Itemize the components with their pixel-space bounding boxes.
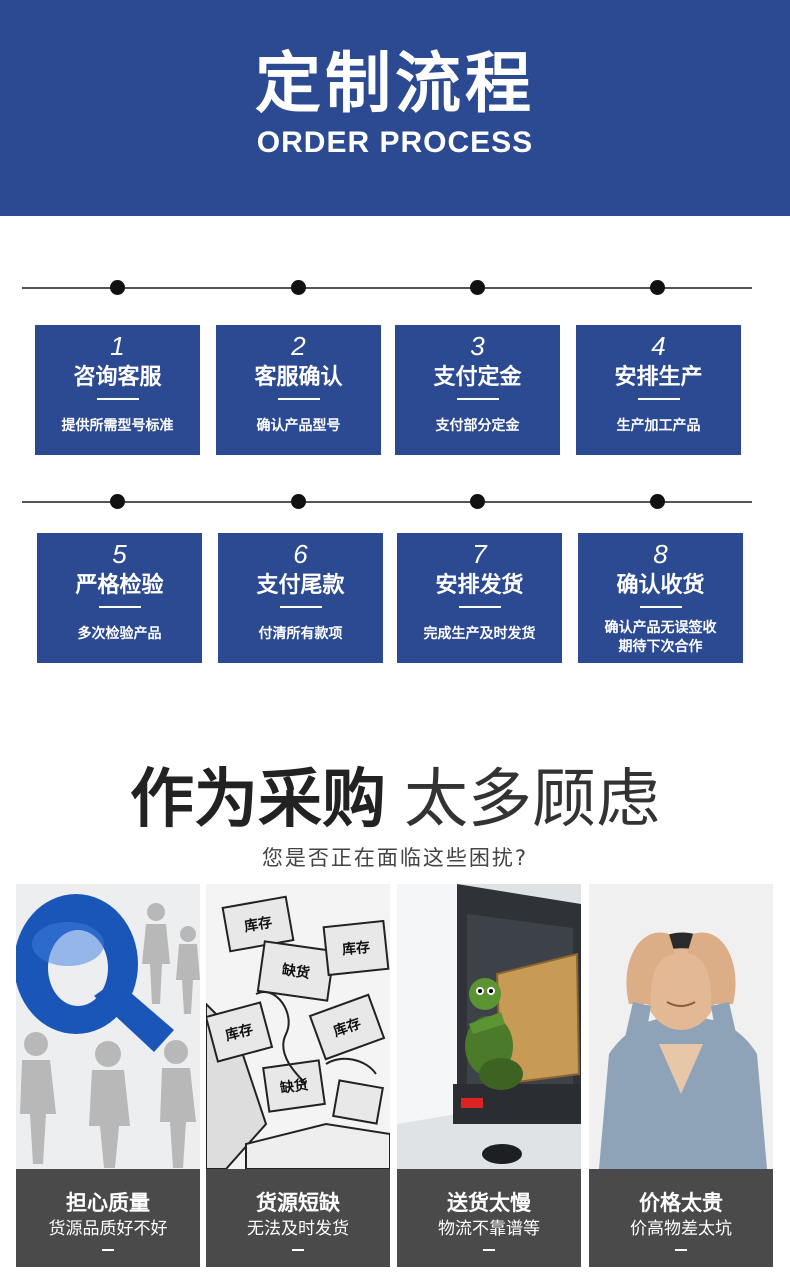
card-desc: 物流不靠谱等 xyxy=(438,1219,540,1239)
card-dash xyxy=(675,1249,687,1251)
step-divider xyxy=(96,398,139,400)
concerns-heading-bold: 作为采购 xyxy=(130,763,386,837)
card-dash xyxy=(483,1249,495,1251)
timeline-dot xyxy=(470,494,485,509)
concerns-heading-light: 太多顾虑 xyxy=(404,763,660,837)
step-title: 严格检验 xyxy=(75,573,164,598)
timeline-dot xyxy=(470,280,485,295)
card-title: 担心质量 xyxy=(66,1191,150,1215)
step-card-7: 7 安排发货 完成生产及时发货 xyxy=(397,533,562,663)
step-number: 7 xyxy=(472,539,487,569)
card-title: 送货太慢 xyxy=(447,1191,531,1215)
card-dash xyxy=(102,1249,114,1251)
card-desc: 价高物差太坑 xyxy=(630,1219,732,1239)
step-number: 6 xyxy=(293,539,308,569)
timeline-dot xyxy=(291,494,306,509)
step-desc: 支付部分定金 xyxy=(435,418,520,434)
step-title: 咨询客服 xyxy=(73,365,162,390)
step-number: 3 xyxy=(470,331,485,361)
step-number: 8 xyxy=(653,539,668,569)
step-divider xyxy=(98,606,141,608)
concerns-subtitle: 您是否正在面临这些困扰? xyxy=(261,846,529,870)
card-caption: 担心质量 货源品质好不好 xyxy=(16,1169,200,1267)
step-card-2: 2 客服确认 确认产品型号 xyxy=(216,325,381,455)
step-divider xyxy=(639,606,682,608)
box-label: 库存 xyxy=(223,1021,254,1045)
step-number: 5 xyxy=(112,539,127,569)
timeline-dot xyxy=(650,280,665,295)
step-divider xyxy=(458,606,501,608)
concerns-heading: 作为采购太多顾虑 xyxy=(0,760,790,840)
step-title: 客服确认 xyxy=(254,365,343,390)
step-number: 4 xyxy=(651,331,666,361)
sketch-boxes-image: 库存 缺货 库存 库存 库存 缺货 xyxy=(206,884,390,1169)
step-card-8: 8 确认收货 确认产品无误签收 期待下次合作 xyxy=(578,533,743,663)
step-desc: 确认产品型号 xyxy=(256,418,341,434)
concern-card-quality: 担心质量 货源品质好不好 xyxy=(16,884,200,1267)
card-desc: 无法及时发货 xyxy=(247,1219,349,1239)
step-number: 1 xyxy=(110,331,125,361)
blue-q-letter xyxy=(16,894,174,1052)
step-card-6: 6 支付尾款 付清所有款项 xyxy=(218,533,383,663)
step-desc: 多次检验产品 xyxy=(77,626,162,642)
step-divider xyxy=(637,398,680,400)
concern-card-slow-delivery: 送货太慢 物流不靠谱等 xyxy=(397,884,581,1267)
worried-man-image xyxy=(589,884,773,1169)
box-label: 缺货 xyxy=(281,961,311,982)
timeline-line-2 xyxy=(22,501,752,503)
page-subtitle: ORDER PROCESS xyxy=(256,126,534,159)
step-title: 支付尾款 xyxy=(256,573,345,598)
header-banner: 定制流程 ORDER PROCESS xyxy=(0,0,790,216)
step-card-1: 1 咨询客服 提供所需型号标准 xyxy=(35,325,200,455)
step-desc: 确认产品无误签收 期待下次合作 xyxy=(582,619,739,657)
step-card-5: 5 严格检验 多次检验产品 xyxy=(37,533,202,663)
timeline-dot xyxy=(110,280,125,295)
card-title: 货源短缺 xyxy=(256,1191,340,1215)
step-title: 支付定金 xyxy=(433,365,522,390)
step-desc-line: 期待下次合作 xyxy=(618,639,703,655)
step-desc: 付清所有款项 xyxy=(258,626,343,642)
turtle-van-image xyxy=(397,884,581,1169)
timeline-dot xyxy=(110,494,125,509)
step-divider xyxy=(456,398,499,400)
timeline-dot xyxy=(650,494,665,509)
timeline-dot xyxy=(291,280,306,295)
step-divider xyxy=(279,606,322,608)
page-title: 定制流程 xyxy=(255,45,535,122)
card-title: 价格太贵 xyxy=(639,1191,723,1215)
step-divider xyxy=(277,398,320,400)
timeline-line-1 xyxy=(22,287,752,289)
box-label: 缺货 xyxy=(279,1076,309,1097)
card-dash xyxy=(292,1249,304,1251)
concern-card-shortage: 库存 缺货 库存 库存 库存 缺货 货源短缺 无法及时发货 xyxy=(206,884,390,1267)
step-card-4: 4 安排生产 生产加工产品 xyxy=(576,325,741,455)
turtle-figure xyxy=(465,978,523,1090)
step-number: 2 xyxy=(291,331,306,361)
step-desc: 生产加工产品 xyxy=(616,418,701,434)
card-desc: 货源品质好不好 xyxy=(48,1219,168,1239)
step-title: 确认收货 xyxy=(616,573,705,598)
box-label: 库存 xyxy=(341,939,371,959)
blue-q-figures-image xyxy=(16,884,200,1169)
card-caption: 价格太贵 价高物差太坑 xyxy=(589,1169,773,1267)
step-card-3: 3 支付定金 支付部分定金 xyxy=(395,325,560,455)
step-desc-line: 确认产品无误签收 xyxy=(604,620,717,636)
card-caption: 送货太慢 物流不靠谱等 xyxy=(397,1169,581,1267)
card-caption: 货源短缺 无法及时发货 xyxy=(206,1169,390,1267)
step-desc: 提供所需型号标准 xyxy=(61,418,174,434)
step-desc: 完成生产及时发货 xyxy=(423,626,536,642)
step-title: 安排发货 xyxy=(435,573,524,598)
step-title: 安排生产 xyxy=(614,365,703,390)
concern-card-price: 价格太贵 价高物差太坑 xyxy=(589,884,773,1267)
box-label: 库存 xyxy=(243,914,274,936)
